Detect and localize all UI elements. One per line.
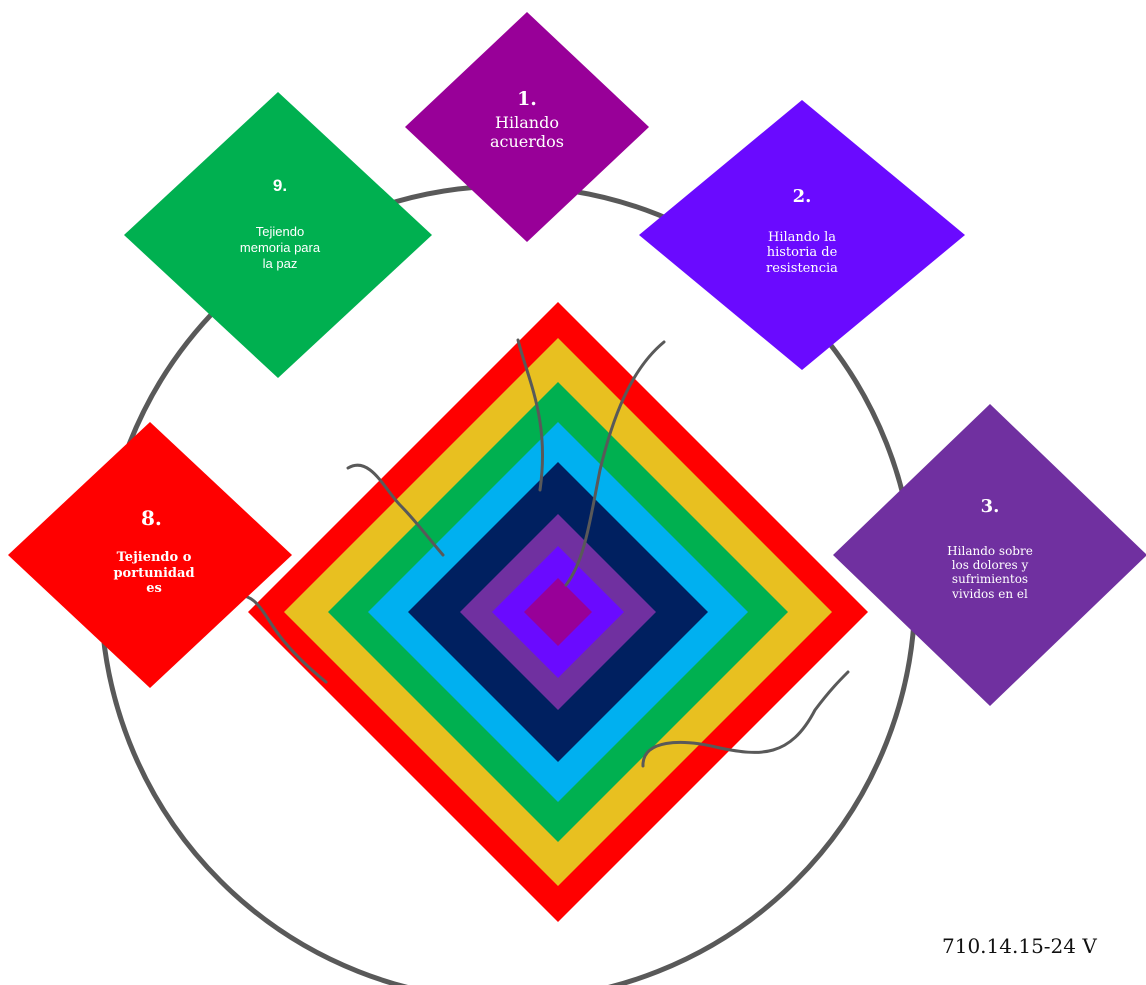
step-2-diamond	[639, 100, 965, 370]
document-code: 710.14.15-24 V	[942, 934, 1097, 958]
step-2-label: 2. Hilando la historia de resistencia	[747, 186, 857, 276]
step-3-label: 3. Hilando sobre los dolores y sufrimien…	[935, 496, 1045, 601]
step-9-text: Tejiendo memoria para la paz	[239, 224, 321, 271]
central-woven-diamond	[248, 302, 868, 922]
step-1-text: Hilando acuerdos	[489, 112, 564, 151]
step-9-diamond	[124, 92, 432, 378]
step-8-text: Tejiendo oportunidades	[113, 550, 195, 597]
center-layer-magenta	[524, 578, 592, 646]
step-3-diamond	[833, 404, 1146, 706]
step-9-label: 9. Tejiendo memoria para la paz	[228, 176, 332, 271]
step-8-label: 8. Tejiendo oportunidades	[105, 506, 195, 597]
step-9-number: 9.	[272, 176, 288, 195]
threads	[231, 338, 850, 768]
step-3-number: 3.	[980, 496, 1000, 517]
thread-left	[346, 463, 445, 557]
step-8-number: 8.	[141, 506, 162, 530]
thread-bottom-left	[231, 594, 328, 684]
thread-bottom-right	[641, 670, 850, 768]
step-2-number: 2.	[792, 186, 812, 207]
step-1-label: 1. Hilando acuerdos	[467, 88, 587, 151]
step-8-diamond	[8, 422, 292, 688]
step-2-text: Hilando la historia de resistencia	[766, 229, 838, 276]
thread-top	[516, 338, 545, 492]
step-1-number: 1.	[517, 88, 537, 110]
step-1-diamond	[405, 12, 649, 242]
step-3-text: Hilando sobre los dolores y sufrimientos…	[947, 543, 1033, 601]
thread-top-right	[564, 340, 666, 587]
